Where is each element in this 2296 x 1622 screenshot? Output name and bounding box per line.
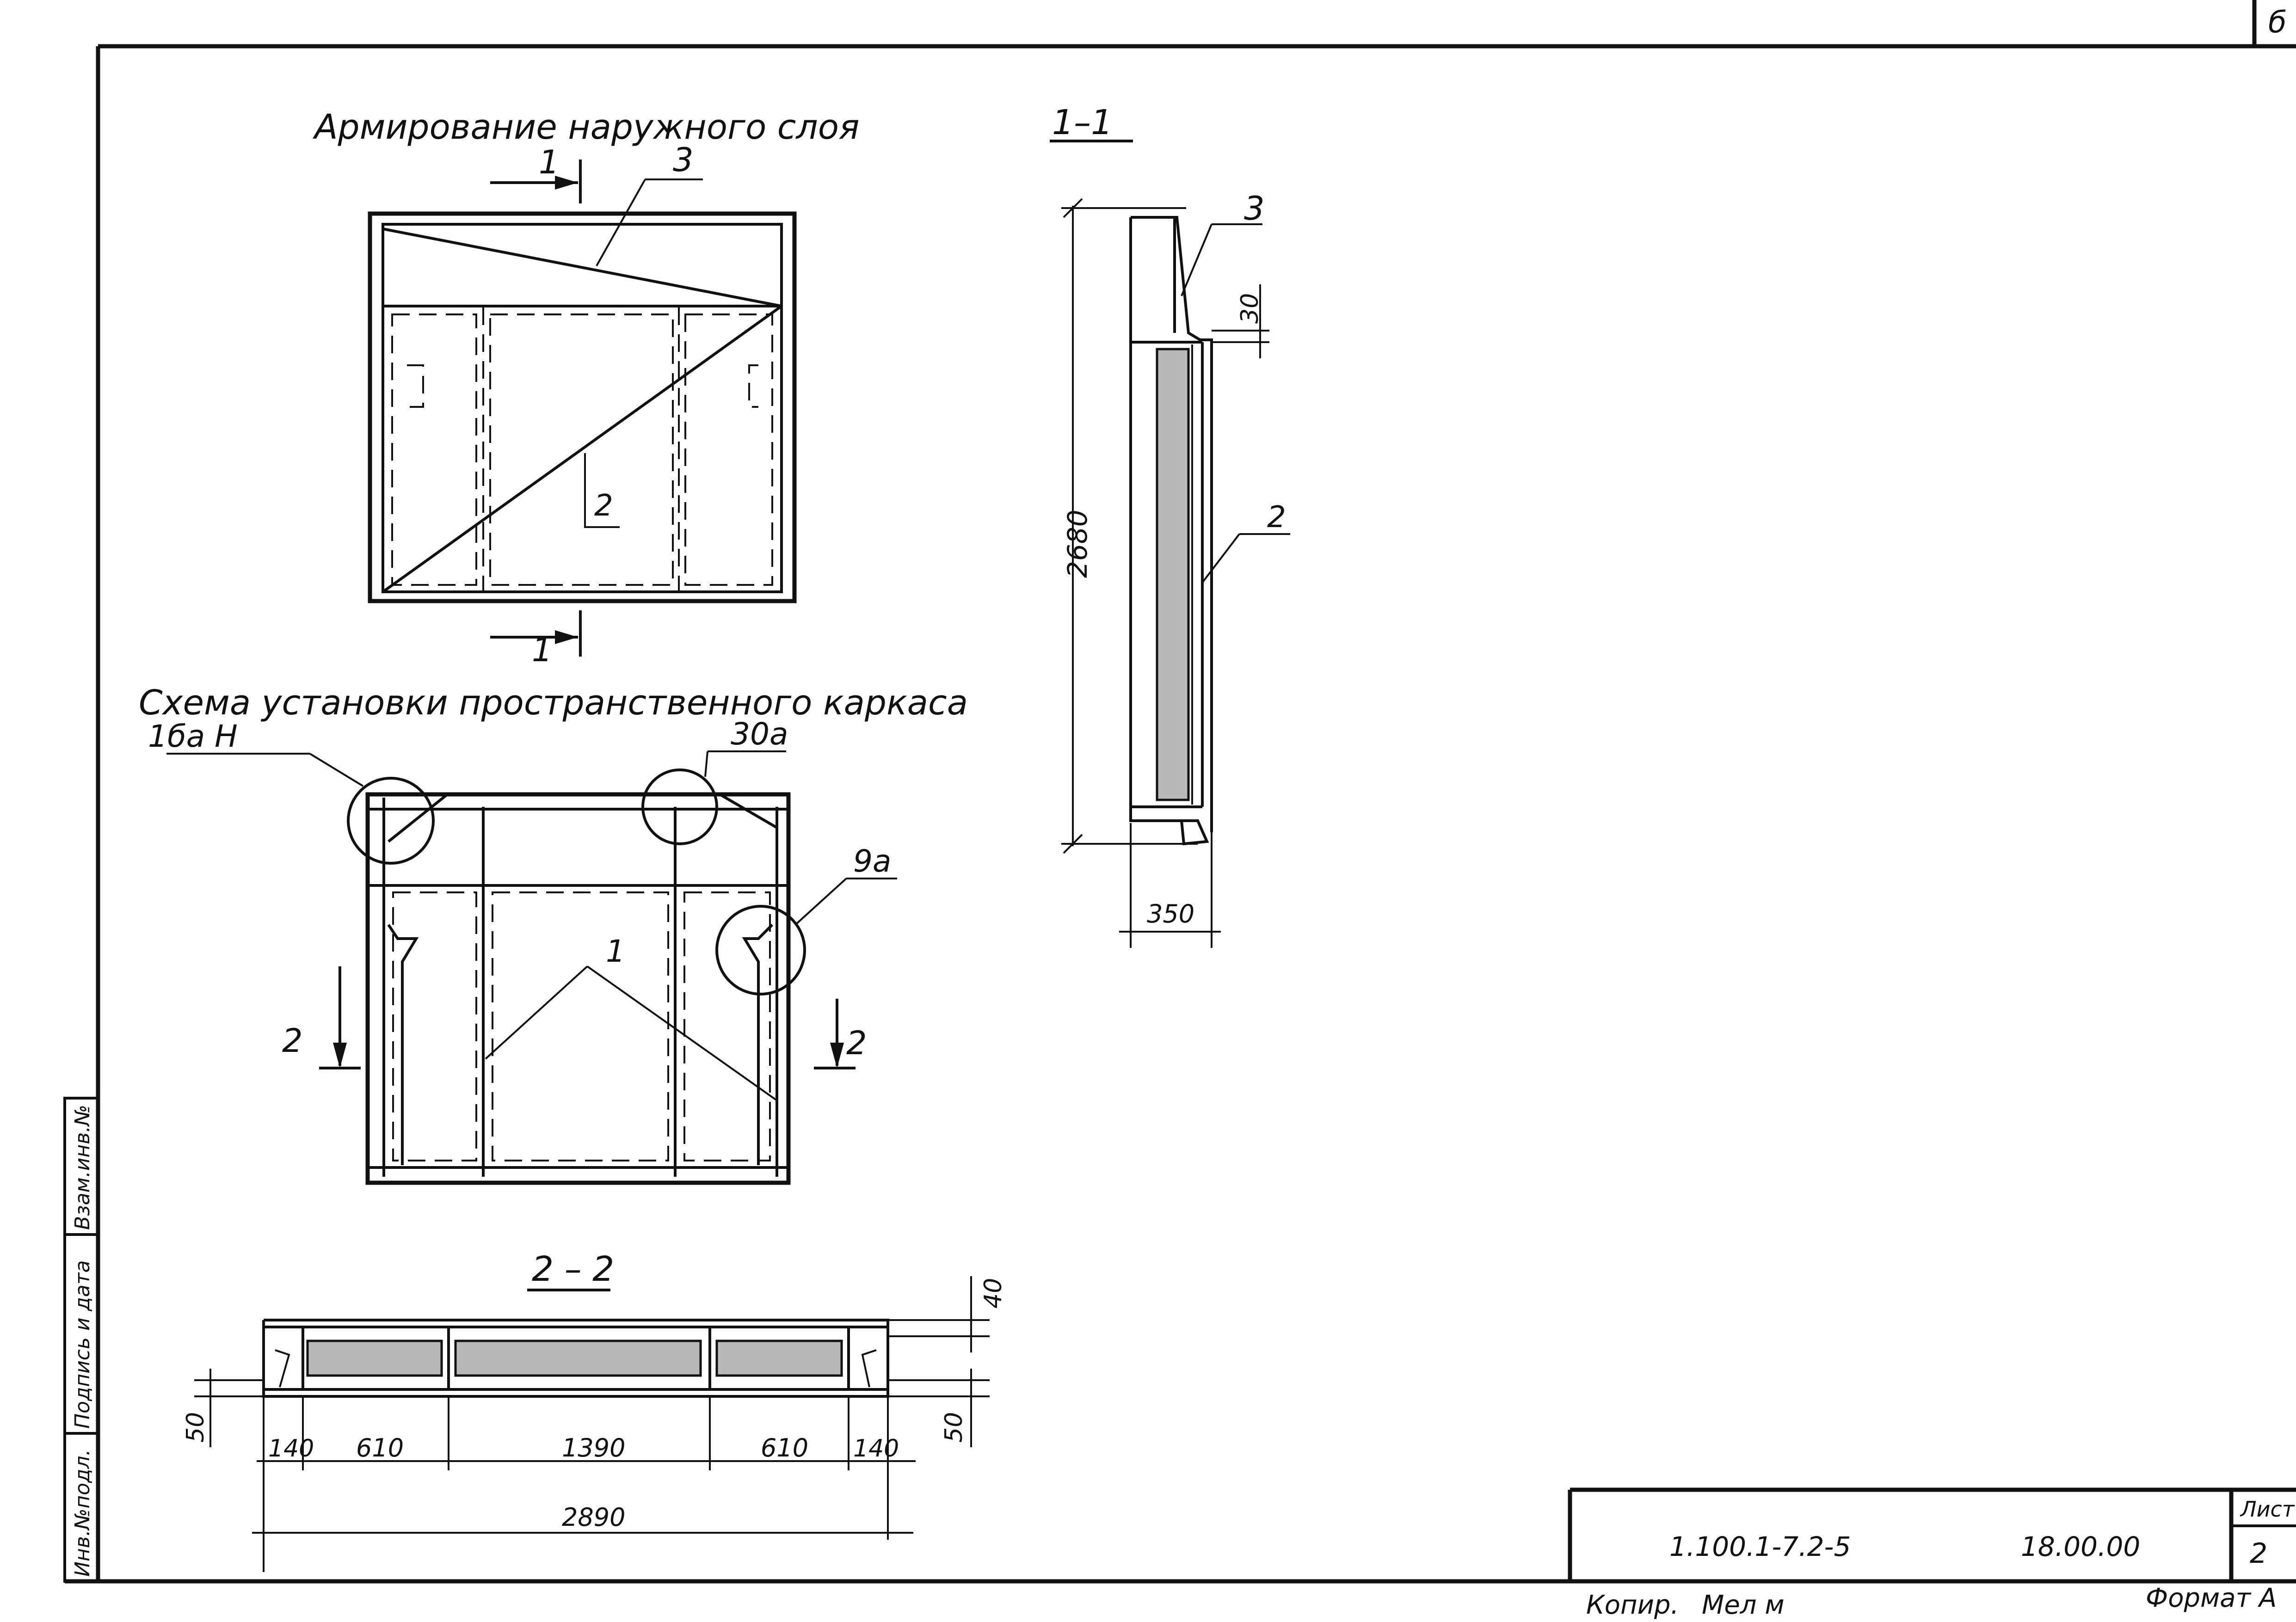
section-1-1-top-dim: 30 bbox=[1236, 293, 1264, 324]
section-1-1-view bbox=[1061, 198, 1290, 948]
side-stamp bbox=[63, 1097, 99, 1583]
footer-copied: Копир. bbox=[1586, 1590, 1679, 1620]
cut-1-bottom-label: 1 bbox=[532, 631, 553, 669]
section-1-1-callout-2: 2 bbox=[1267, 500, 1286, 535]
section-2-2-view bbox=[194, 1276, 990, 1572]
section-2-2-left-dim: 50 bbox=[182, 1412, 209, 1443]
title-block-doc-code: 1.100.1-7.2-5 bbox=[1669, 1531, 1851, 1562]
outer-callout-3: 3 bbox=[673, 141, 694, 179]
section-1-1-width-dim: 350 bbox=[1147, 899, 1194, 928]
side-stamp-inventory: Инв.№подл. bbox=[71, 1449, 94, 1577]
section-2-2-title: 2 – 2 bbox=[532, 1249, 614, 1289]
frame-callout-9a: 9а bbox=[853, 843, 891, 879]
frame-scheme-view bbox=[166, 750, 897, 1185]
footer-format: Формат А bbox=[2146, 1583, 2277, 1613]
frame-scheme-title: Схема установки пространственного каркас… bbox=[139, 683, 968, 723]
title-block bbox=[1568, 1487, 2296, 1581]
cut-2-left-label: 2 bbox=[282, 1022, 303, 1060]
frame-callout-1: 1 bbox=[606, 934, 625, 969]
section-2-2-seg-4: 610 bbox=[761, 1433, 808, 1462]
title-block-mark: 18.00.00 bbox=[2021, 1531, 2140, 1562]
section-2-2-top-dim: 40 bbox=[979, 1278, 1007, 1309]
frame-callout-30a: 30а bbox=[731, 716, 788, 752]
section-2-2-seg-1: 140 bbox=[268, 1435, 314, 1462]
cut-1-top-label: 1 bbox=[539, 143, 560, 181]
outer-callout-2: 2 bbox=[594, 489, 613, 523]
section-1-1-callout-3: 3 bbox=[1244, 190, 1265, 227]
title-block-sheet-label: Лист bbox=[2240, 1497, 2295, 1522]
side-stamp-replacement: Взам.инв.№ bbox=[71, 1105, 94, 1230]
section-1-1-height-dim: 2680 bbox=[1062, 510, 1093, 578]
title-block-sheet-number: 2 bbox=[2250, 1537, 2267, 1570]
outer-layer-title: Армирование наружного слоя bbox=[313, 107, 860, 147]
section-2-2-seg-5: 140 bbox=[853, 1435, 899, 1462]
footer-copied-sign: Мел м bbox=[1702, 1590, 1785, 1620]
section-2-2-total: 2890 bbox=[562, 1503, 625, 1532]
corner-mark: б bbox=[2268, 6, 2286, 40]
frame-callout-16aH: 1ба Н bbox=[148, 719, 238, 754]
section-1-1-title: 1–1 bbox=[1052, 103, 1113, 142]
cut-2-right-label: 2 bbox=[846, 1024, 867, 1062]
outer-layer-view bbox=[368, 160, 797, 657]
side-stamp-signature: Подпись и дата bbox=[71, 1260, 94, 1429]
section-2-2-right-dim: 50 bbox=[940, 1412, 968, 1443]
section-2-2-seg-3: 1390 bbox=[562, 1433, 625, 1462]
section-2-2-seg-2: 610 bbox=[356, 1433, 404, 1462]
